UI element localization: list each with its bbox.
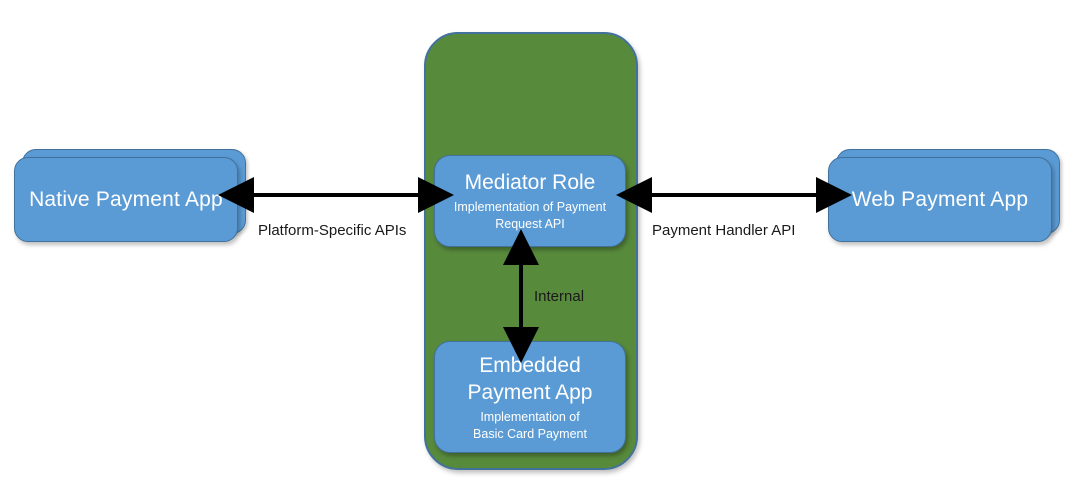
mediator-role-subtitle-line2: Request API bbox=[495, 217, 565, 231]
embedded-payment-app-subtitle-line1: Implementation of bbox=[480, 409, 580, 424]
connector-left-arrow bbox=[218, 177, 454, 213]
embedded-payment-app-subtitle: Implementation of Basic Card Payment bbox=[473, 409, 587, 443]
connector-right-arrow bbox=[616, 177, 852, 213]
node-embedded-payment-app[interactable]: Embedded Payment App Implementation of B… bbox=[434, 341, 626, 453]
connector-left-label: Platform-Specific APIs bbox=[258, 222, 407, 239]
mediator-role-subtitle: Implementation of Payment Request API bbox=[454, 199, 606, 233]
embedded-payment-app-subtitle-line2: Basic Card Payment bbox=[473, 426, 587, 441]
connector-internal-label: Internal bbox=[534, 288, 585, 305]
web-payment-app-label: Web Payment App bbox=[828, 157, 1052, 242]
embedded-payment-app-title-line2: Payment App bbox=[467, 380, 593, 404]
embedded-payment-app-title-line1: Embedded bbox=[479, 353, 581, 377]
user-agent-title: User Agent (Browser) bbox=[0, 44, 214, 110]
embedded-payment-app-title: Embedded Payment App bbox=[468, 352, 593, 406]
connector-right-label: Payment Handler API bbox=[652, 222, 796, 239]
connector-internal-arrow bbox=[503, 229, 539, 363]
user-agent-title-line2: (Browser) bbox=[54, 80, 159, 107]
node-native-payment-app[interactable]: Native Payment App bbox=[14, 149, 246, 244]
node-web-payment-app[interactable]: Web Payment App bbox=[828, 149, 1060, 244]
native-payment-app-label: Native Payment App bbox=[14, 157, 238, 242]
node-mediator-role[interactable]: Mediator Role Implementation of Payment … bbox=[434, 155, 626, 247]
mediator-role-subtitle-line1: Implementation of Payment bbox=[453, 200, 607, 214]
user-agent-title-line1: User Agent bbox=[47, 47, 167, 74]
mediator-role-title: Mediator Role bbox=[464, 171, 596, 194]
